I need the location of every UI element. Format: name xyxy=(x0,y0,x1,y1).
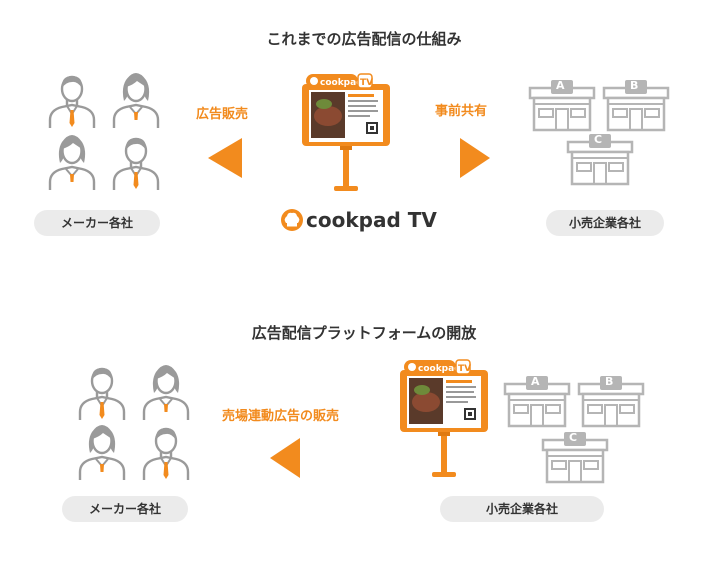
person-icon xyxy=(142,363,190,422)
arrow-right-icon xyxy=(460,138,490,178)
person-icon xyxy=(78,366,126,422)
chef-hat-icon xyxy=(281,209,303,231)
store-letter: A xyxy=(556,79,565,92)
person-icon xyxy=(112,136,160,192)
makers-group-1 xyxy=(34,70,164,200)
arrow-left-icon xyxy=(270,438,300,478)
arrow-label-ad-sales: 広告販売 xyxy=(196,107,249,122)
store-letter: B xyxy=(630,79,639,92)
logo-text: cookpad TV xyxy=(306,208,437,232)
store-letter: B xyxy=(605,375,614,388)
person-icon xyxy=(78,423,126,482)
makers-group-2 xyxy=(64,362,194,492)
section1-title: これまでの広告配信の仕組み xyxy=(266,30,462,48)
arrow-left-icon xyxy=(208,138,242,178)
signage-icon xyxy=(399,359,489,478)
section2-title: 広告配信プラットフォームの開放 xyxy=(251,324,477,342)
retailers-label-1: 小売企業各社 xyxy=(546,210,664,236)
signage-icon xyxy=(301,73,391,192)
arrow-label-pre-share: 事前共有 xyxy=(435,104,488,119)
retailers-group-1: A B C xyxy=(528,78,680,190)
store-letter: A xyxy=(531,375,540,388)
store-letter: C xyxy=(594,133,603,146)
makers-label-2: メーカー各社 xyxy=(62,496,188,522)
retailers-label-2: 小売企業各社 xyxy=(440,496,604,522)
store-letter: C xyxy=(569,431,578,444)
cookpad-tv-logo: cookpad TV xyxy=(278,204,437,236)
person-icon xyxy=(112,71,160,130)
person-icon xyxy=(142,426,190,482)
arrow-label-linked-ad-sales: 売場連動広告の販売 xyxy=(222,409,340,424)
makers-label-1: メーカー各社 xyxy=(34,210,160,236)
person-icon xyxy=(48,133,96,192)
retailers-group-2: A B C xyxy=(503,374,655,486)
person-icon xyxy=(48,74,96,130)
